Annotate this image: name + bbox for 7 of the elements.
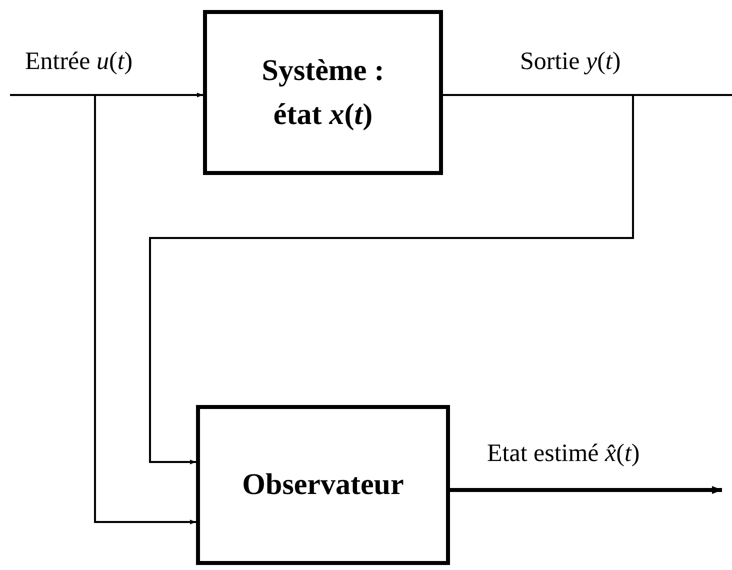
arrow <box>149 94 634 464</box>
block-box <box>203 10 443 175</box>
block-label: Observateur <box>242 467 404 504</box>
arrow <box>10 94 196 524</box>
block-box <box>196 405 450 565</box>
block-label: Système : état x(t) <box>260 53 386 132</box>
arrow <box>450 486 722 494</box>
